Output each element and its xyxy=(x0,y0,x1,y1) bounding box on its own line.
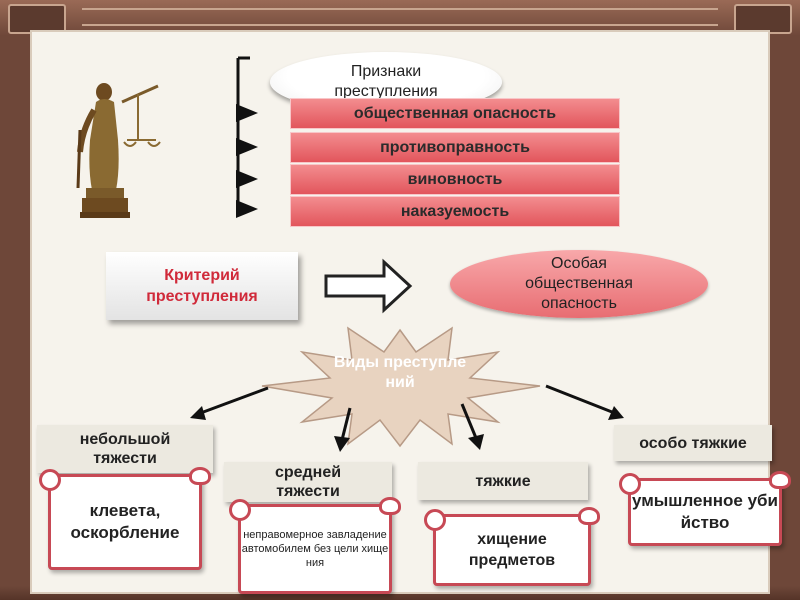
slide-board: Признаки преступления общественная опасн… xyxy=(30,30,791,594)
example-minor: клевета, оскорбление xyxy=(39,467,211,570)
category-grave: тяжкие xyxy=(418,462,588,500)
arrow-to-grave xyxy=(460,403,484,450)
category-especially-grave: особо тяжкие xyxy=(614,425,772,461)
arrow-to-especially-grave xyxy=(545,384,624,420)
example-medium: неправомерное завладение автомобилем без… xyxy=(229,497,401,594)
criterion-arrow xyxy=(324,258,413,314)
category-minor: небольшой тяжести xyxy=(37,425,213,473)
special-public-danger-ellipse: Особая общественная опасность xyxy=(450,250,708,318)
frame-top-rail xyxy=(82,8,718,26)
types-starburst xyxy=(261,326,541,448)
arrow-to-minor xyxy=(190,386,269,420)
sign-arrow-3 xyxy=(236,170,258,188)
category-medium: средней тяжести xyxy=(224,462,392,502)
sign-guilt: виновность xyxy=(290,164,620,195)
sign-punishability: наказуемость xyxy=(290,196,620,227)
sign-arrow-2 xyxy=(236,138,258,156)
types-label: Виды преступлений xyxy=(333,354,467,391)
sign-arrow-4 xyxy=(236,200,258,218)
criterion-box: Критерий преступления xyxy=(106,252,298,320)
example-especially-grave: умышленное убийство xyxy=(619,471,791,546)
sign-arrow-1 xyxy=(236,104,258,122)
frame-tab-left xyxy=(8,4,66,34)
sign-unlawfulness: противоправность xyxy=(290,132,620,163)
scales-icon xyxy=(121,84,161,147)
example-grave: хищение предметов xyxy=(424,507,600,586)
themis-statue-image xyxy=(76,83,161,218)
sign-public-danger: общественная опасность xyxy=(290,98,620,129)
arrow-to-medium xyxy=(334,407,352,452)
